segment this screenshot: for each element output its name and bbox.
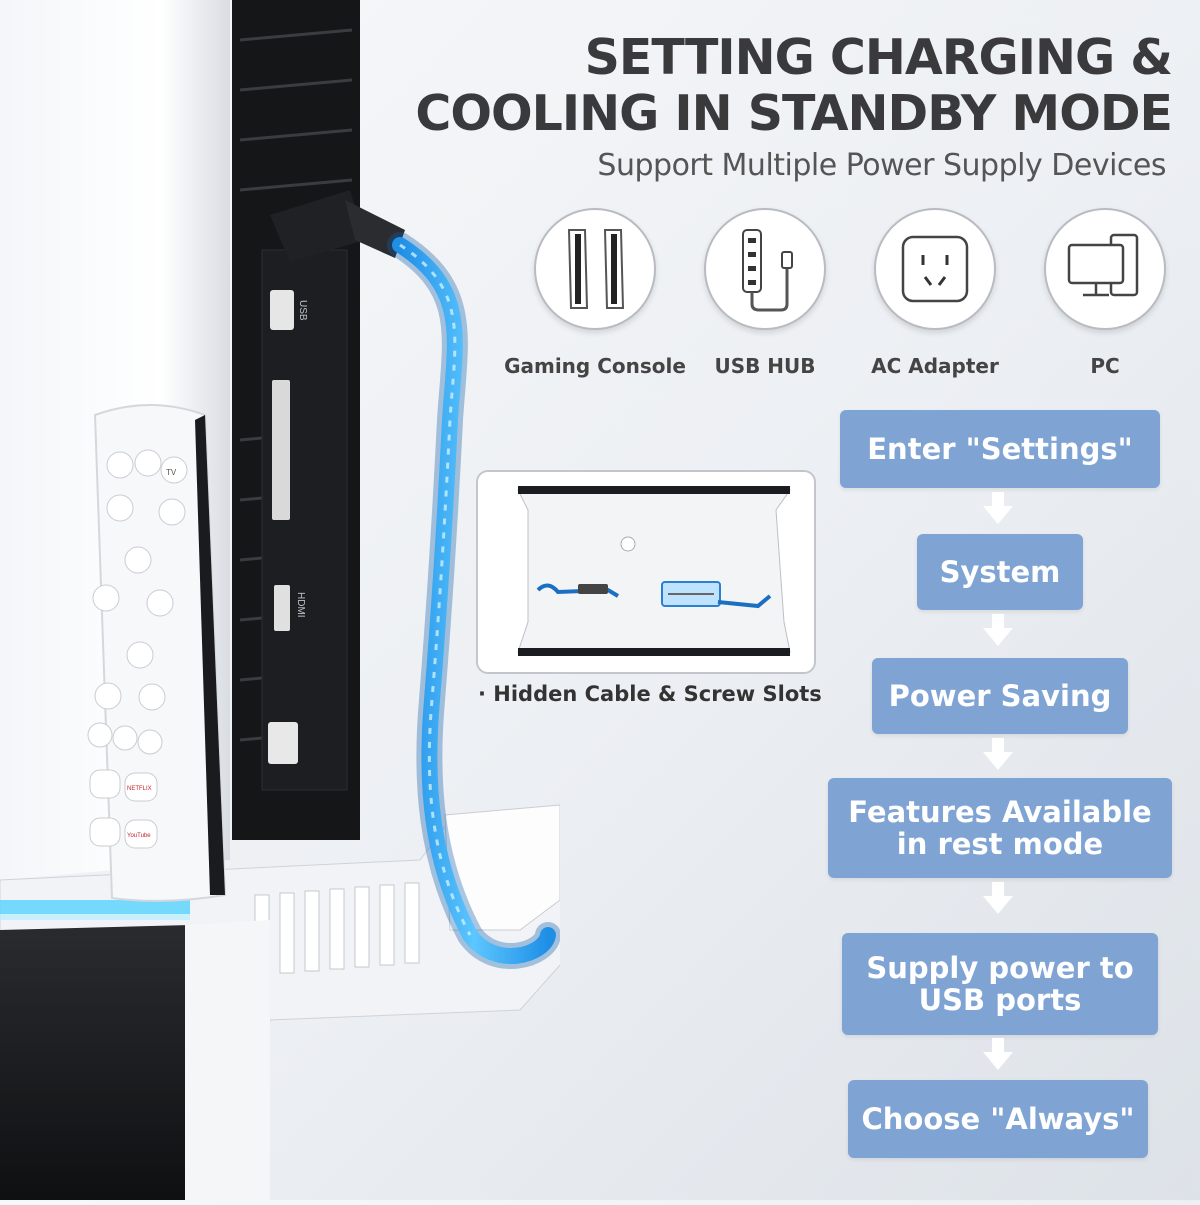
arrow-down-icon — [983, 738, 1013, 770]
page-title: SETTING CHARGING & COOLING IN STANDBY MO… — [372, 29, 1173, 142]
step-supply-power: Supply power to USB ports — [842, 933, 1158, 1035]
step-text-line-1: Features Available — [848, 795, 1152, 829]
device-label: PC — [1090, 354, 1120, 378]
subtitle: Support Multiple Power Supply Devices — [597, 148, 1166, 183]
step-system: System — [917, 534, 1083, 610]
hdmi-port — [274, 585, 290, 631]
usb-hub-icon — [704, 208, 826, 330]
title-line-1: SETTING CHARGING & — [584, 29, 1173, 86]
gaming-console-icon — [534, 208, 656, 330]
step-power-saving: Power Saving — [872, 658, 1128, 734]
step-text-line-2: USB ports — [918, 983, 1082, 1017]
card-slot — [272, 380, 290, 520]
power-port — [268, 722, 298, 764]
usb-connector — [270, 190, 405, 262]
step-text: Enter "Settings" — [867, 432, 1133, 466]
led-strip — [0, 900, 190, 914]
device-gaming-console: Gaming Console — [500, 208, 690, 378]
pc-icon — [1044, 208, 1166, 330]
remote-tv-label: TV — [166, 468, 177, 477]
inset-caption: · Hidden Cable & Screw Slots — [478, 682, 822, 706]
title-line-2: COOLING IN STANDBY MODE — [415, 85, 1173, 142]
supported-devices: Gaming Console USB HUB AC Adapter — [500, 208, 1190, 388]
remote-youtube-label: YouTube — [127, 833, 151, 839]
step-text: System — [939, 555, 1061, 589]
arrow-down-icon — [983, 614, 1013, 646]
step-features-available: Features Available in rest mode — [828, 778, 1172, 878]
arrow-down-icon — [983, 492, 1013, 524]
media-remote: TV NETFLIX YouTube — [87, 404, 227, 902]
step-text-line-1: Supply power to — [866, 951, 1134, 985]
step-text: Choose "Always" — [861, 1102, 1135, 1136]
step-enter-settings: Enter "Settings" — [840, 410, 1160, 488]
usb-port-label: USB — [297, 300, 308, 321]
hdmi-port-label: HDMI — [295, 592, 306, 618]
remote-netflix-label: NETFLIX — [127, 786, 152, 792]
device-label: AC Adapter — [871, 354, 999, 378]
usb-port — [270, 290, 294, 330]
step-choose-always: Choose "Always" — [848, 1080, 1148, 1158]
stand-bottom-illustration — [517, 486, 791, 656]
arrow-down-icon — [983, 882, 1013, 914]
device-ac-adapter: AC Adapter — [840, 208, 1030, 378]
device-label: Gaming Console — [504, 354, 686, 378]
device-label: USB HUB — [714, 354, 816, 378]
device-pc: PC — [1010, 208, 1200, 378]
device-usb-hub: USB HUB — [670, 208, 860, 378]
step-text: Power Saving — [888, 679, 1112, 713]
arrow-down-icon — [983, 1038, 1013, 1070]
step-text-line-2: in rest mode — [896, 827, 1104, 861]
ac-adapter-icon — [874, 208, 996, 330]
hidden-cable-inset — [476, 470, 816, 674]
